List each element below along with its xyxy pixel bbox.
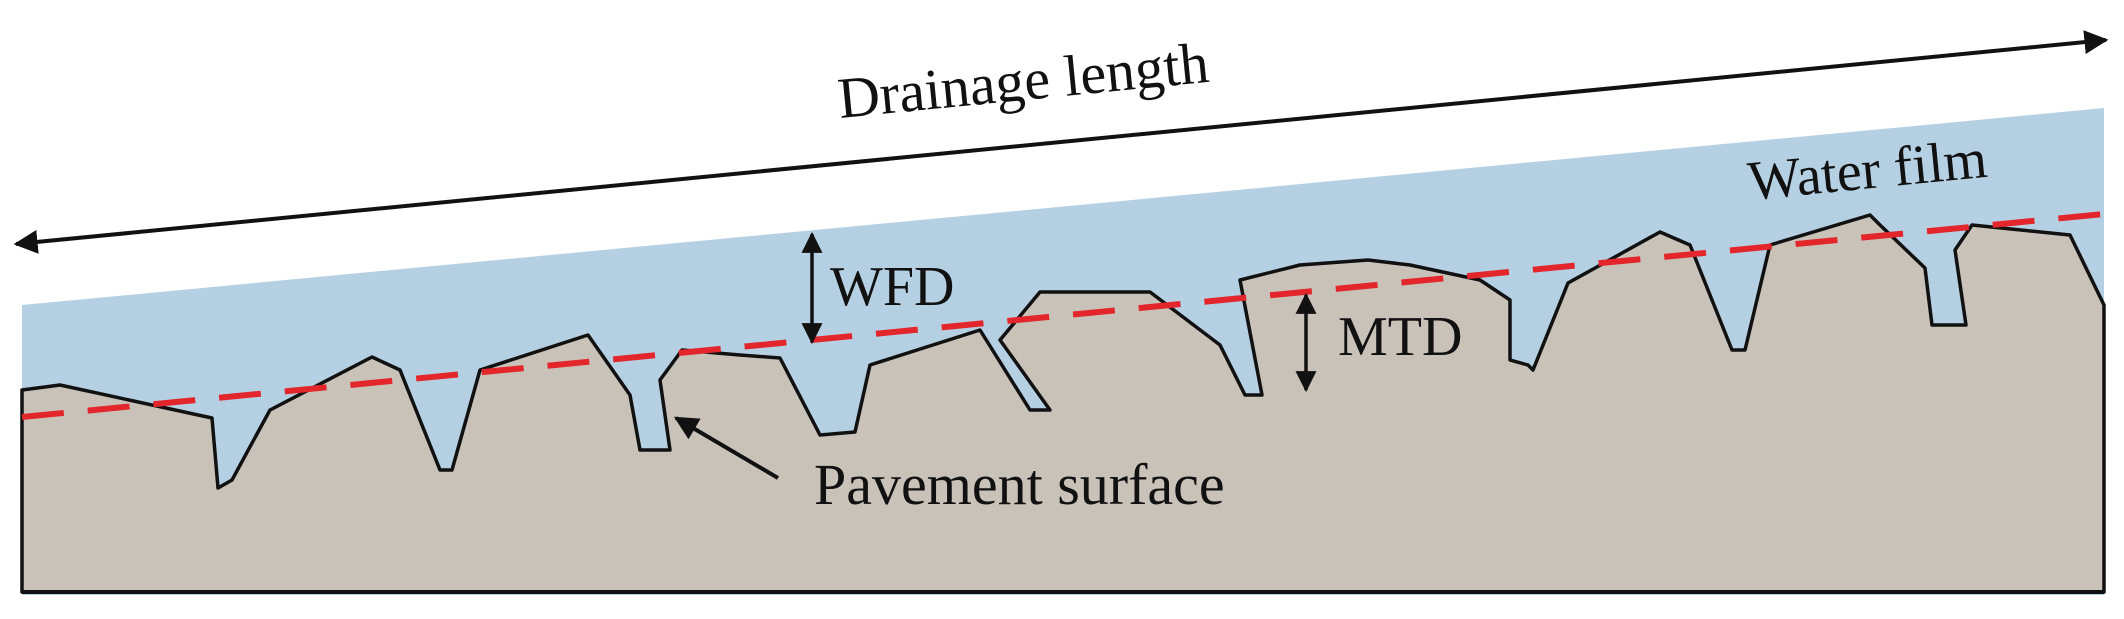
wfd-label: WFD (830, 256, 954, 318)
pavement-pointer-arrow (673, 416, 780, 480)
pavement-surface-label: Pavement surface (814, 452, 1225, 517)
mtd-label: MTD (1338, 306, 1462, 368)
drainage-length-arrow (13, 30, 2109, 254)
drainage-length-label: Drainage length (835, 30, 1212, 131)
